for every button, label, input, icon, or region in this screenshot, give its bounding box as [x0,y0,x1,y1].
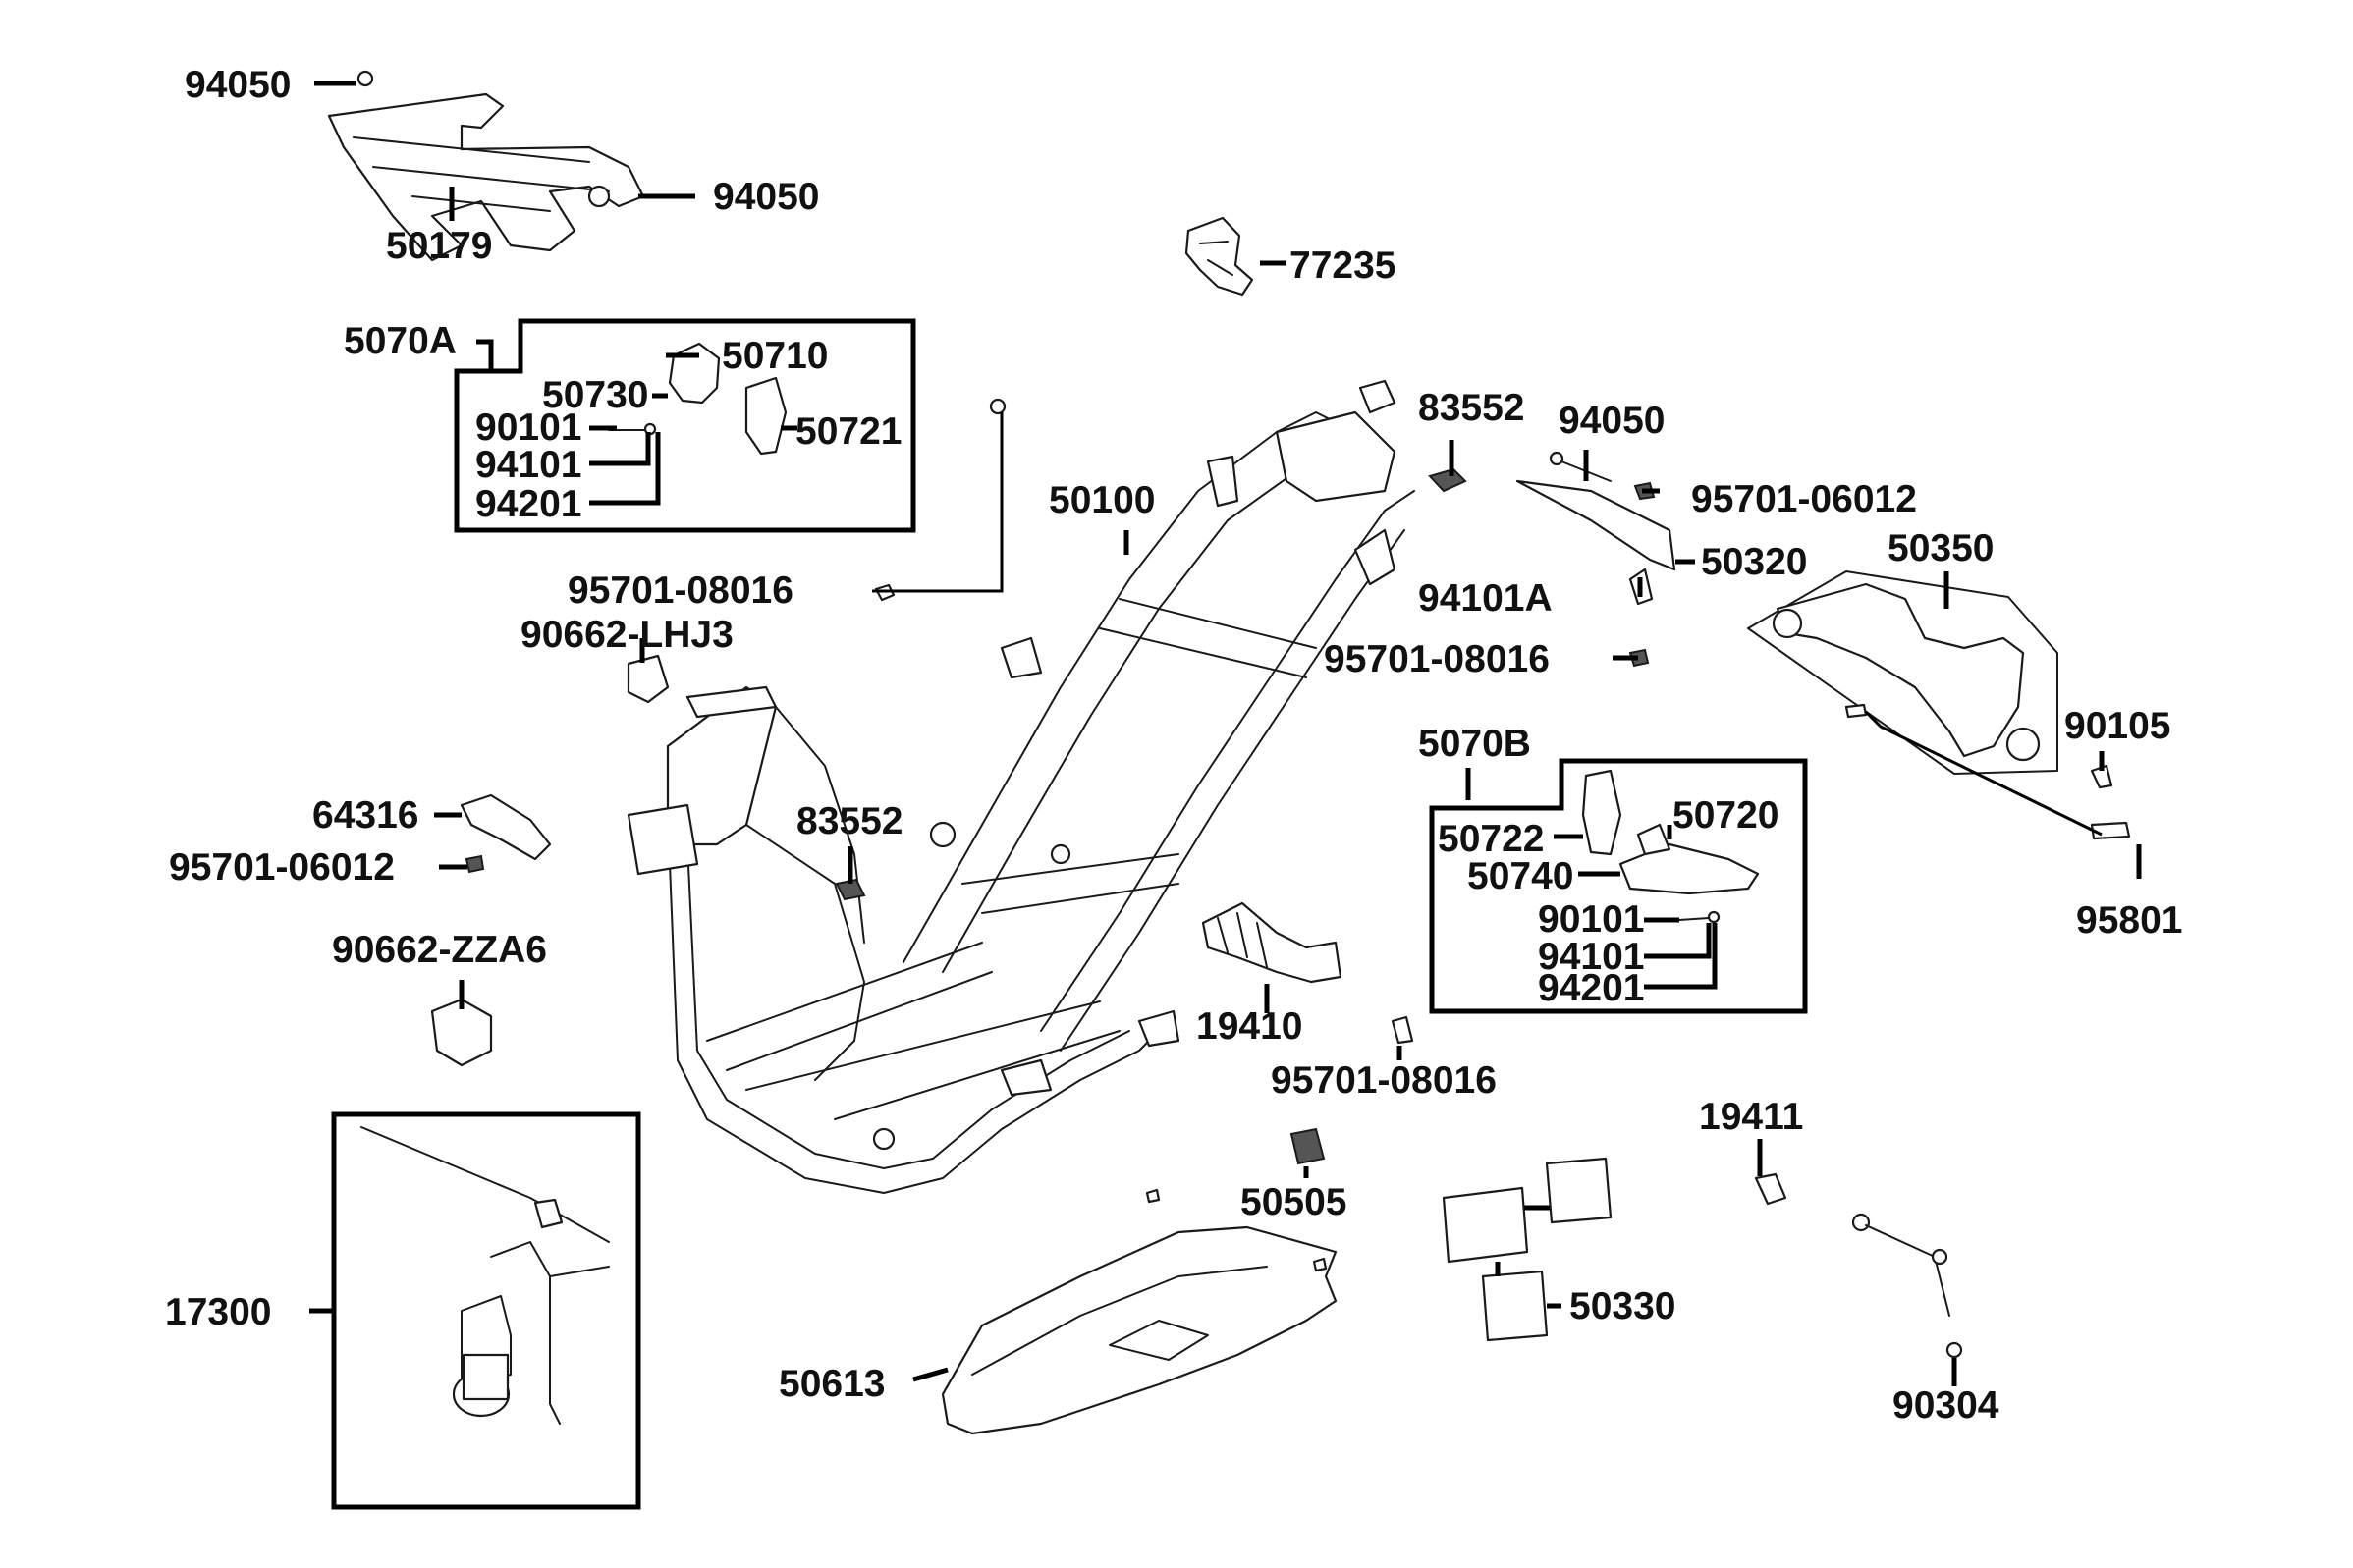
label-50350: 50350 [1888,527,1994,569]
label-50722: 50722 [1438,818,1544,860]
label-83552-a: 83552 [1418,387,1524,429]
label-50720: 50720 [1672,794,1778,837]
label-95701-06012-b: 95701-06012 [169,846,395,889]
bolt-95701-08016-a-illustration [874,398,1007,602]
label-90662-ZZA6: 90662-ZZA6 [332,929,547,971]
main-frame-illustration [627,379,1415,1194]
label-90662-LHJ3: 90662-LHJ3 [520,614,734,656]
label-95701-06012-a: 95701-06012 [1691,478,1917,520]
label-83552-b: 83552 [796,800,903,842]
clamp-90662-lhj3-illustration [627,654,670,704]
label-94101-b: 94101 [1538,936,1644,978]
duct-19410-illustration [1201,901,1342,984]
label-50710: 50710 [722,335,828,377]
stand-bolts-illustration [1844,703,2131,840]
grommet-50505-illustration [1289,1127,1326,1165]
label-95701-08016-c: 95701-08016 [1271,1059,1497,1102]
carrier-bracket-illustration [327,70,645,262]
label-95701-08016-b: 95701-08016 [1324,638,1550,680]
part-19411-illustration [1754,1172,1787,1206]
label-50330: 50330 [1569,1285,1675,1327]
clamp-90662-zza6-illustration [430,998,493,1067]
label-94101A: 94101A [1418,577,1553,620]
footrest-bracket-b-illustration [1581,769,1760,924]
label-19411: 19411 [1699,1096,1803,1138]
under-cover-50613-illustration [941,1188,1338,1435]
label-90101-a: 90101 [475,406,581,449]
part-number-labels: 94050 94050 50179 77235 5070A 50710 5073… [165,64,2182,1427]
label-17300: 17300 [165,1291,271,1333]
leader-lines [309,81,2142,1386]
label-90304: 90304 [1892,1384,1999,1427]
label-77235: 77235 [1289,244,1395,287]
box-5070A [454,318,916,533]
box-5070B [1429,758,1808,1014]
label-5070A: 5070A [344,320,457,362]
seat-hinge-illustration [1515,451,1676,668]
label-50179: 50179 [386,225,492,267]
label-90101-b: 90101 [1538,898,1644,941]
label-94050-c: 94050 [1559,400,1665,442]
label-64316: 64316 [312,794,418,837]
label-50740: 50740 [1467,855,1573,897]
label-90105: 90105 [2064,705,2170,747]
label-94201-b: 94201 [1538,967,1644,1009]
seat-lock-illustration [1184,216,1254,297]
pads-50330-illustration [1442,1157,1613,1342]
cable-17300-illustration [360,1126,610,1425]
box-17300 [331,1111,641,1510]
label-5070B: 5070B [1418,723,1531,765]
rubber-83552-a-illustration [1428,467,1467,493]
label-50100: 50100 [1049,479,1155,521]
label-94050-b: 94050 [713,176,819,218]
label-94201-a: 94201 [475,483,581,525]
label-50320: 50320 [1701,541,1807,583]
label-95801: 95801 [2076,899,2182,942]
label-95701-08016-a: 95701-08016 [568,569,793,612]
label-19410: 19410 [1196,1005,1302,1048]
rod-90304-illustration [1851,1213,1963,1359]
footrest-bracket-a-illustration [608,342,788,456]
label-50730: 50730 [542,374,648,416]
label-50721: 50721 [795,410,902,453]
label-94050-a: 94050 [185,64,291,106]
label-50505: 50505 [1240,1181,1346,1223]
center-stand-illustration [1747,570,2058,775]
label-94101-a: 94101 [475,444,581,486]
bracket-64316-illustration [460,793,552,874]
label-50613: 50613 [779,1363,885,1405]
bolt-95701-08016-c-illustration [1391,1015,1414,1045]
